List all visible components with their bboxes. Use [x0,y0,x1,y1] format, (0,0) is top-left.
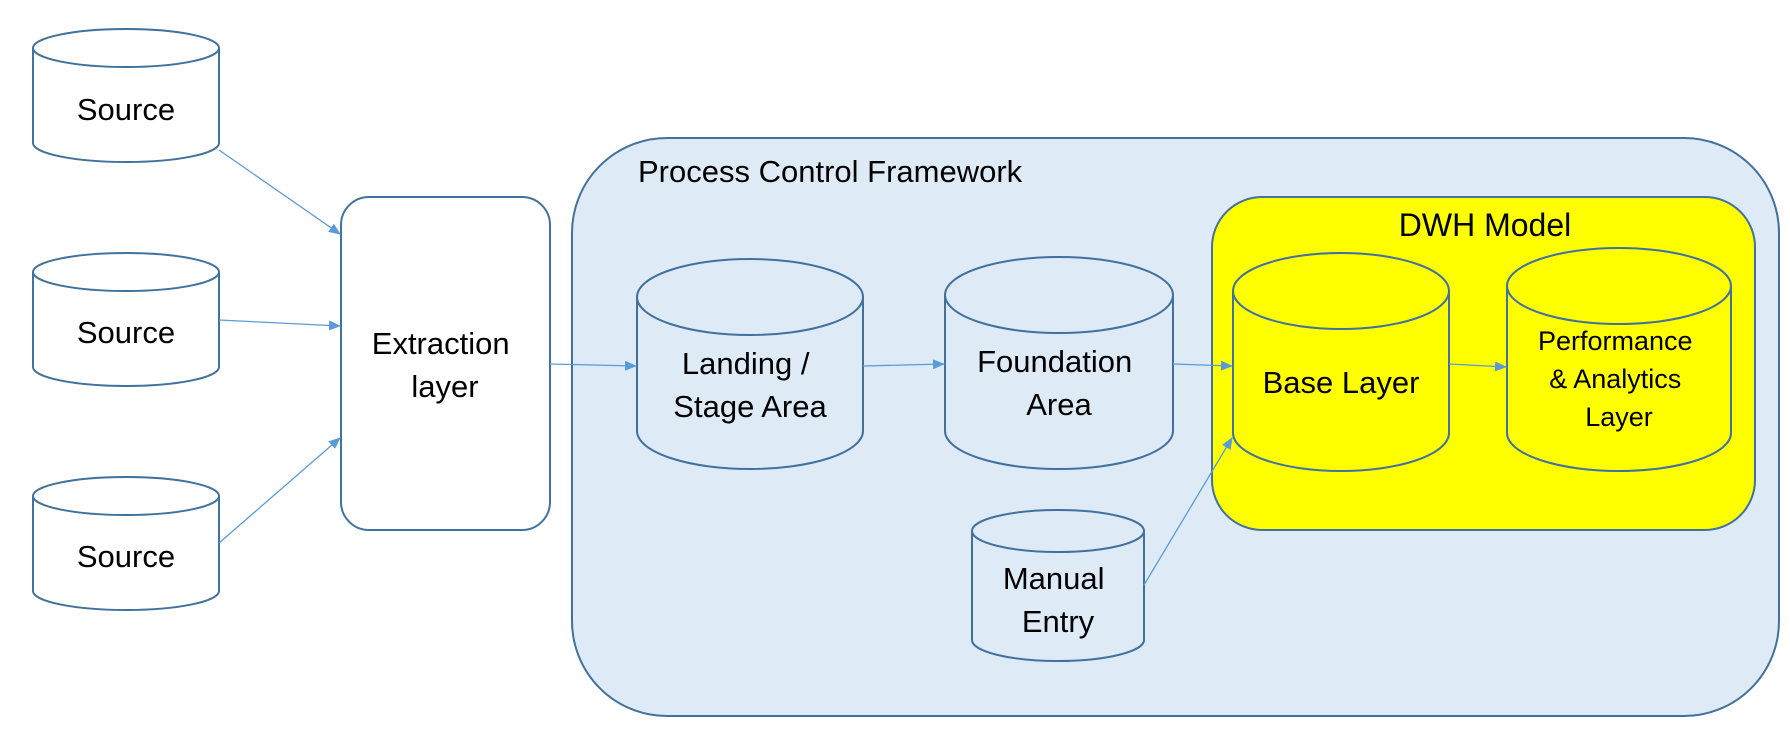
extraction-label-line-2: layer [411,369,478,404]
source-database-1: Source [32,28,220,163]
performance-analytics-layer-database: Performance & Analytics Layer [1506,247,1732,472]
extraction-layer: Extraction layer [340,196,551,531]
extraction-layer-box [340,196,551,531]
source-database-2: Source [32,252,220,387]
performance-label-line-1: Performance [1538,326,1693,356]
foundation-label-line-1: Foundation [977,344,1132,379]
manual-label-line-2: Entry [1022,604,1095,639]
svg-text:Foundation Area: Foundation Area [977,344,1141,422]
arrow-extraction-to-landing [549,360,637,371]
arrow-source1-to-extraction [218,149,341,235]
framework-title: Process Control Framework [638,154,1023,189]
landing-label-line-1: Landing / [682,346,810,381]
manual-label-line-1: Manual [1003,561,1105,596]
base-layer-label: Base Layer [1263,365,1420,400]
source-label-3: Source [77,539,175,574]
performance-label-line-3: Layer [1585,402,1653,432]
foundation-label-line-2: Area [1026,387,1092,422]
source-database-3: Source [32,476,220,611]
landing-stage-area-database: Landing / Stage Area [636,258,864,470]
svg-text:Extraction layer: Extraction layer [372,326,518,404]
svg-text:Landing / Stage Area: Landing / Stage Area [673,346,827,424]
connectors [218,149,1507,586]
dwh-model-title: DWH Model [1399,207,1571,243]
manual-entry-database: Manual Entry [971,509,1145,662]
arrow-base-to-performance [1448,361,1507,372]
arrow-source2-to-extraction [218,319,341,331]
arrow-source3-to-extraction [218,437,341,544]
landing-label-line-2: Stage Area [673,389,827,424]
performance-label-line-2: & Analytics [1549,364,1681,394]
base-layer-database: Base Layer [1232,252,1450,472]
arrow-foundation-to-base [1172,360,1233,371]
arrow-manual-to-base [1143,437,1233,586]
foundation-area-database: Foundation Area [944,256,1174,470]
arrow-landing-to-foundation [862,359,945,370]
svg-text:Performance & Analytics: Performance & Analytics Layer [1538,326,1700,432]
source-label-2: Source [77,315,175,350]
source-label-1: Source [77,92,175,127]
svg-text:Manual Entry: Manual Entry [1003,561,1113,639]
extraction-label-line-1: Extraction [372,326,510,361]
